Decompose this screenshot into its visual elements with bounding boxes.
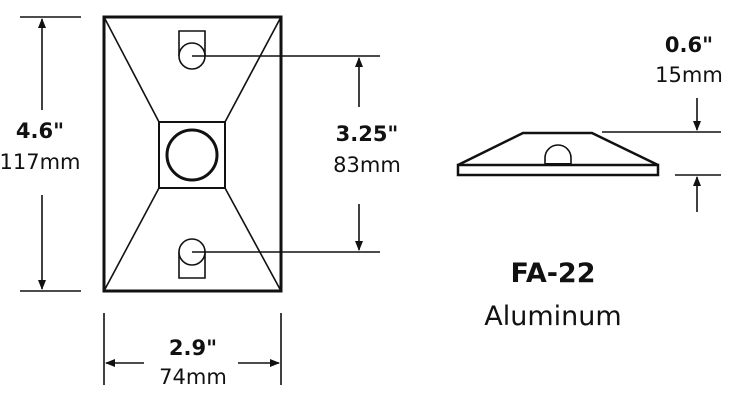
side-profile [457,131,659,167]
center-hole [165,128,219,182]
model-number: FA-22 [510,258,596,289]
top-mounting-slot [178,30,206,70]
material-label: Aluminum [484,301,622,332]
height-dimension [20,16,81,292]
side-view [456,131,660,177]
side-base [456,163,660,177]
bottom-mounting-slot [178,238,206,279]
width-mm-label: 74mm [159,365,227,389]
center-boss [158,121,226,189]
front-view [102,15,380,293]
side-dome [544,144,572,166]
depth-dimension [602,98,721,212]
width-inches-label: 2.9" [168,336,218,360]
depth-inches-label: 0.6" [664,33,714,57]
outer-plate [102,15,283,293]
depth-mm-label: 15mm [655,63,723,87]
hole-spacing-mm-label: 83mm [333,153,401,177]
width-dimension [103,313,282,385]
hole-spacing-inches-label: 3.25" [335,122,399,146]
height-mm-label: 117mm [0,150,81,174]
height-inches-label: 4.6" [15,119,65,143]
